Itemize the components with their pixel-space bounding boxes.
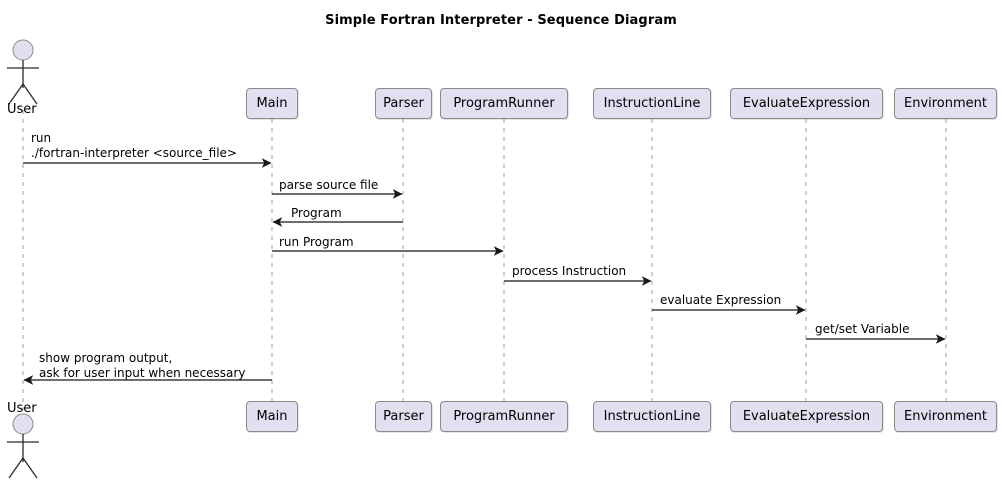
participant-header-parser[interactable]: Parser: [375, 88, 432, 119]
actor-user-top: [7, 39, 39, 105]
participant-label: ProgramRunner: [453, 96, 555, 111]
participant-header-programrunner[interactable]: ProgramRunner: [440, 88, 568, 119]
participant-footer-programrunner[interactable]: ProgramRunner: [440, 401, 568, 432]
participant-header-main[interactable]: Main: [246, 88, 298, 119]
message-label-program-return: Program: [291, 206, 342, 220]
participant-label: InstructionLine: [603, 409, 701, 424]
participant-footer-instructionline[interactable]: InstructionLine: [593, 401, 711, 432]
message-label-parse-source-file: parse source file: [279, 178, 379, 192]
actor-user-bottom: [7, 413, 39, 479]
message-label-evaluate-expression: evaluate Expression: [660, 293, 782, 307]
actor-label-top: User: [7, 102, 37, 117]
message-arrows-group: [23, 158, 946, 385]
message-label-run-program: run Program: [279, 235, 354, 249]
participant-label: ProgramRunner: [453, 409, 555, 424]
participant-header-environment[interactable]: Environment: [894, 88, 997, 119]
participant-label: EvaluateExpression: [742, 96, 871, 111]
participant-label: Main: [256, 96, 288, 111]
participant-label: EvaluateExpression: [742, 409, 871, 424]
participant-label: Parser: [383, 409, 424, 424]
actor-label-bottom: User: [7, 401, 37, 416]
lifelines-group: [22, 110, 947, 410]
message-label-get-set-variable: get/set Variable: [815, 322, 910, 336]
participant-label: InstructionLine: [603, 96, 701, 111]
participant-label: Environment: [903, 409, 987, 424]
participant-label: Main: [256, 409, 288, 424]
participant-label: Parser: [383, 96, 424, 111]
message-label-process-instruction: process Instruction: [512, 264, 627, 278]
participant-header-evaluateexpression[interactable]: EvaluateExpression: [730, 88, 883, 119]
page-title: Simple Fortran Interpreter - Sequence Di…: [325, 13, 677, 28]
participant-footer-parser[interactable]: Parser: [375, 401, 432, 432]
participant-footer-main[interactable]: Main: [246, 401, 298, 432]
participant-header-instructionline[interactable]: InstructionLine: [593, 88, 711, 119]
participant-footer-evaluateexpression[interactable]: EvaluateExpression: [730, 401, 883, 432]
message-label-run-command: run ./fortran-interpreter <source_file>: [31, 131, 237, 160]
message-label-program-output: show program output, ask for user input …: [39, 351, 246, 380]
participant-footer-environment[interactable]: Environment: [894, 401, 997, 432]
participant-label: Environment: [903, 96, 987, 111]
